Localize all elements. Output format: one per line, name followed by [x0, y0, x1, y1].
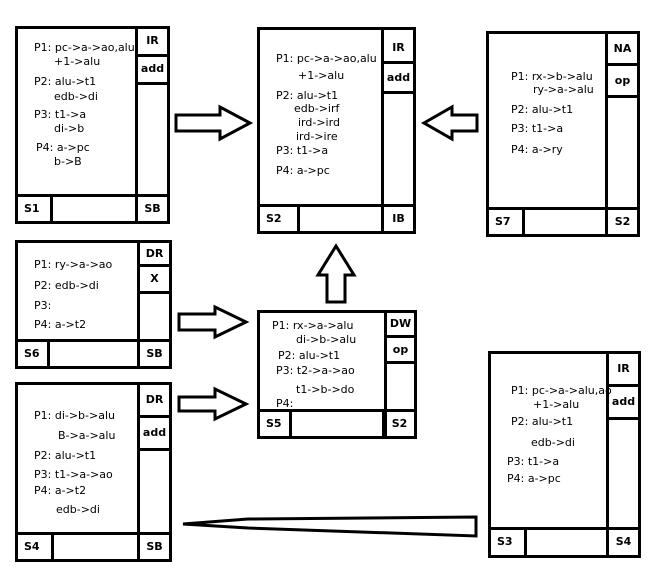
- micro-op-line: edb->di: [54, 90, 98, 103]
- micro-op-line: t1->b->do: [296, 383, 355, 396]
- state-label: S5: [260, 412, 292, 436]
- side-column: IR add: [135, 29, 167, 221]
- micro-op-line: edb->di: [531, 436, 575, 449]
- state-card-s1: IR add P1: pc->a->ao,alu +1->alu P2: alu…: [15, 26, 170, 224]
- micro-op-line: P3: t1->a: [511, 122, 564, 135]
- next-state-label: S2: [605, 210, 637, 234]
- side-column: IR add: [606, 354, 638, 555]
- state-card-s4: DR add P1: di->b->alu B->a->alu P2: alu-…: [15, 382, 172, 562]
- micro-op-line: P3: t2->a->ao: [276, 364, 355, 377]
- side-tag: DR: [140, 385, 169, 418]
- micro-op-line: ry->a->alu: [533, 83, 594, 96]
- micro-op-line: P3: t1->a: [34, 108, 87, 121]
- side-tag: add: [140, 418, 169, 451]
- side-column: DR X: [137, 243, 169, 366]
- micro-op-line: P2: alu->t1: [511, 415, 574, 428]
- micro-op-line: ird->ird: [298, 116, 340, 129]
- micro-op-line: P1: pc->a->ao,alu: [276, 52, 377, 65]
- side-tag: op: [608, 66, 637, 98]
- micro-op-line: P2: alu->t1: [511, 103, 574, 116]
- micro-op-line: P4: a->pc: [507, 472, 561, 485]
- side-tag: IR: [138, 29, 167, 57]
- arrow-s5-to-s2: [315, 243, 357, 304]
- card-footer: S4 SB: [18, 532, 169, 559]
- state-card-s3: IR add P1: pc->a->alu,ao +1->alu P2: alu…: [488, 351, 641, 558]
- state-card-s2: IR add P1: pc->a->ao,alu +1->alu P2: alu…: [257, 27, 416, 234]
- micro-op-line: P1: di->b->alu: [34, 409, 115, 422]
- next-state-label: SB: [135, 197, 167, 221]
- state-label: S2: [260, 207, 300, 231]
- state-card-s5: DW op P1: rx->a->alu di->b->alu P2: alu-…: [257, 310, 417, 439]
- state-label: S1: [18, 197, 53, 221]
- side-column: IR add: [381, 30, 413, 231]
- micro-op-line: +1->alu: [54, 55, 101, 68]
- card-footer: S3 S4: [491, 527, 638, 555]
- side-tag: IR: [609, 354, 638, 387]
- micro-op-line: P3: t1->a->ao: [34, 468, 113, 481]
- side-tag: add: [609, 387, 638, 420]
- card-footer: S1 SB: [18, 194, 167, 221]
- state-label: S4: [18, 535, 54, 559]
- micro-op-line: P2: alu->t1: [276, 89, 339, 102]
- micro-op-line: P3: t1->a: [507, 455, 560, 468]
- state-label: S7: [489, 210, 525, 234]
- arrow-s1-to-s2: [174, 104, 254, 142]
- next-state-label: S2: [382, 412, 414, 436]
- side-tag: DR: [140, 243, 169, 267]
- side-tag: NA: [608, 34, 637, 66]
- micro-op-line: P4: a->t2: [34, 318, 87, 331]
- next-state-label: IB: [381, 207, 413, 231]
- next-state-label: S4: [606, 530, 638, 555]
- arrow-s7-to-s2: [420, 104, 479, 142]
- state-card-s6: DR X P1: ry->a->ao P2: edb->di P3: P4: a…: [15, 240, 172, 369]
- side-tag: op: [387, 338, 414, 364]
- micro-op-line: P3: t1->a: [276, 144, 329, 157]
- card-footer: S2 IB: [260, 204, 413, 231]
- micro-op-line: P2: alu->t1: [34, 449, 97, 462]
- side-column: DW op: [384, 313, 414, 436]
- micro-op-line: P2: edb->di: [34, 279, 99, 292]
- side-tag: IR: [384, 34, 413, 64]
- state-label: S6: [18, 342, 50, 366]
- micro-op-line: P4: a->t2: [34, 484, 87, 497]
- micro-op-line: P1: rx->b->alu: [511, 70, 593, 83]
- micro-op-line: B->a->alu: [58, 429, 116, 442]
- micro-op-line: ird->ire: [296, 130, 338, 143]
- next-state-label: SB: [137, 535, 169, 559]
- side-tag: add: [384, 64, 413, 94]
- micro-op-line: edb->irf: [294, 102, 340, 115]
- micro-op-line: P1: pc->a->ao,alu: [34, 41, 135, 54]
- micro-op-line: P4: a->pc: [36, 141, 90, 154]
- arrow-s4-to-s5: [177, 386, 250, 422]
- micro-op-line: +1->alu: [533, 398, 580, 411]
- card-footer: S5 S2: [260, 409, 414, 436]
- micro-op-line: +1->alu: [298, 69, 345, 82]
- arrow-s6-to-s5: [177, 304, 250, 340]
- arrow-s3-to-s4: [182, 515, 478, 538]
- micro-op-line: P4:: [276, 397, 294, 410]
- micro-op-line: edb->di: [56, 503, 100, 516]
- micro-op-line: P3:: [34, 299, 52, 312]
- side-tag: add: [138, 57, 167, 85]
- micro-op-line: P2: alu->t1: [34, 75, 97, 88]
- side-column: NA op: [605, 34, 637, 234]
- card-footer: S7 S2: [489, 207, 637, 234]
- micro-op-line: P1: rx->a->alu: [272, 319, 354, 332]
- side-column: DR add: [137, 385, 169, 559]
- next-state-label: SB: [137, 342, 169, 366]
- micro-op-line: P4: a->pc: [276, 164, 330, 177]
- micro-op-line: b->B: [54, 155, 82, 168]
- micro-op-line: P1: pc->a->alu,ao: [511, 384, 612, 397]
- micro-op-line: P1: ry->a->ao: [34, 258, 113, 271]
- card-footer: S6 SB: [18, 339, 169, 366]
- micro-op-line: P4: a->ry: [511, 143, 563, 156]
- micro-op-line: P2: alu->t1: [278, 349, 341, 362]
- state-label: S3: [491, 530, 527, 555]
- side-tag: X: [140, 267, 169, 294]
- micro-op-line: di->b: [54, 122, 85, 135]
- micro-op-line: di->b->alu: [296, 333, 357, 346]
- side-tag: DW: [387, 313, 414, 338]
- state-card-s7: NA op P1: rx->b->alu ry->a->alu P2: alu-…: [486, 31, 640, 237]
